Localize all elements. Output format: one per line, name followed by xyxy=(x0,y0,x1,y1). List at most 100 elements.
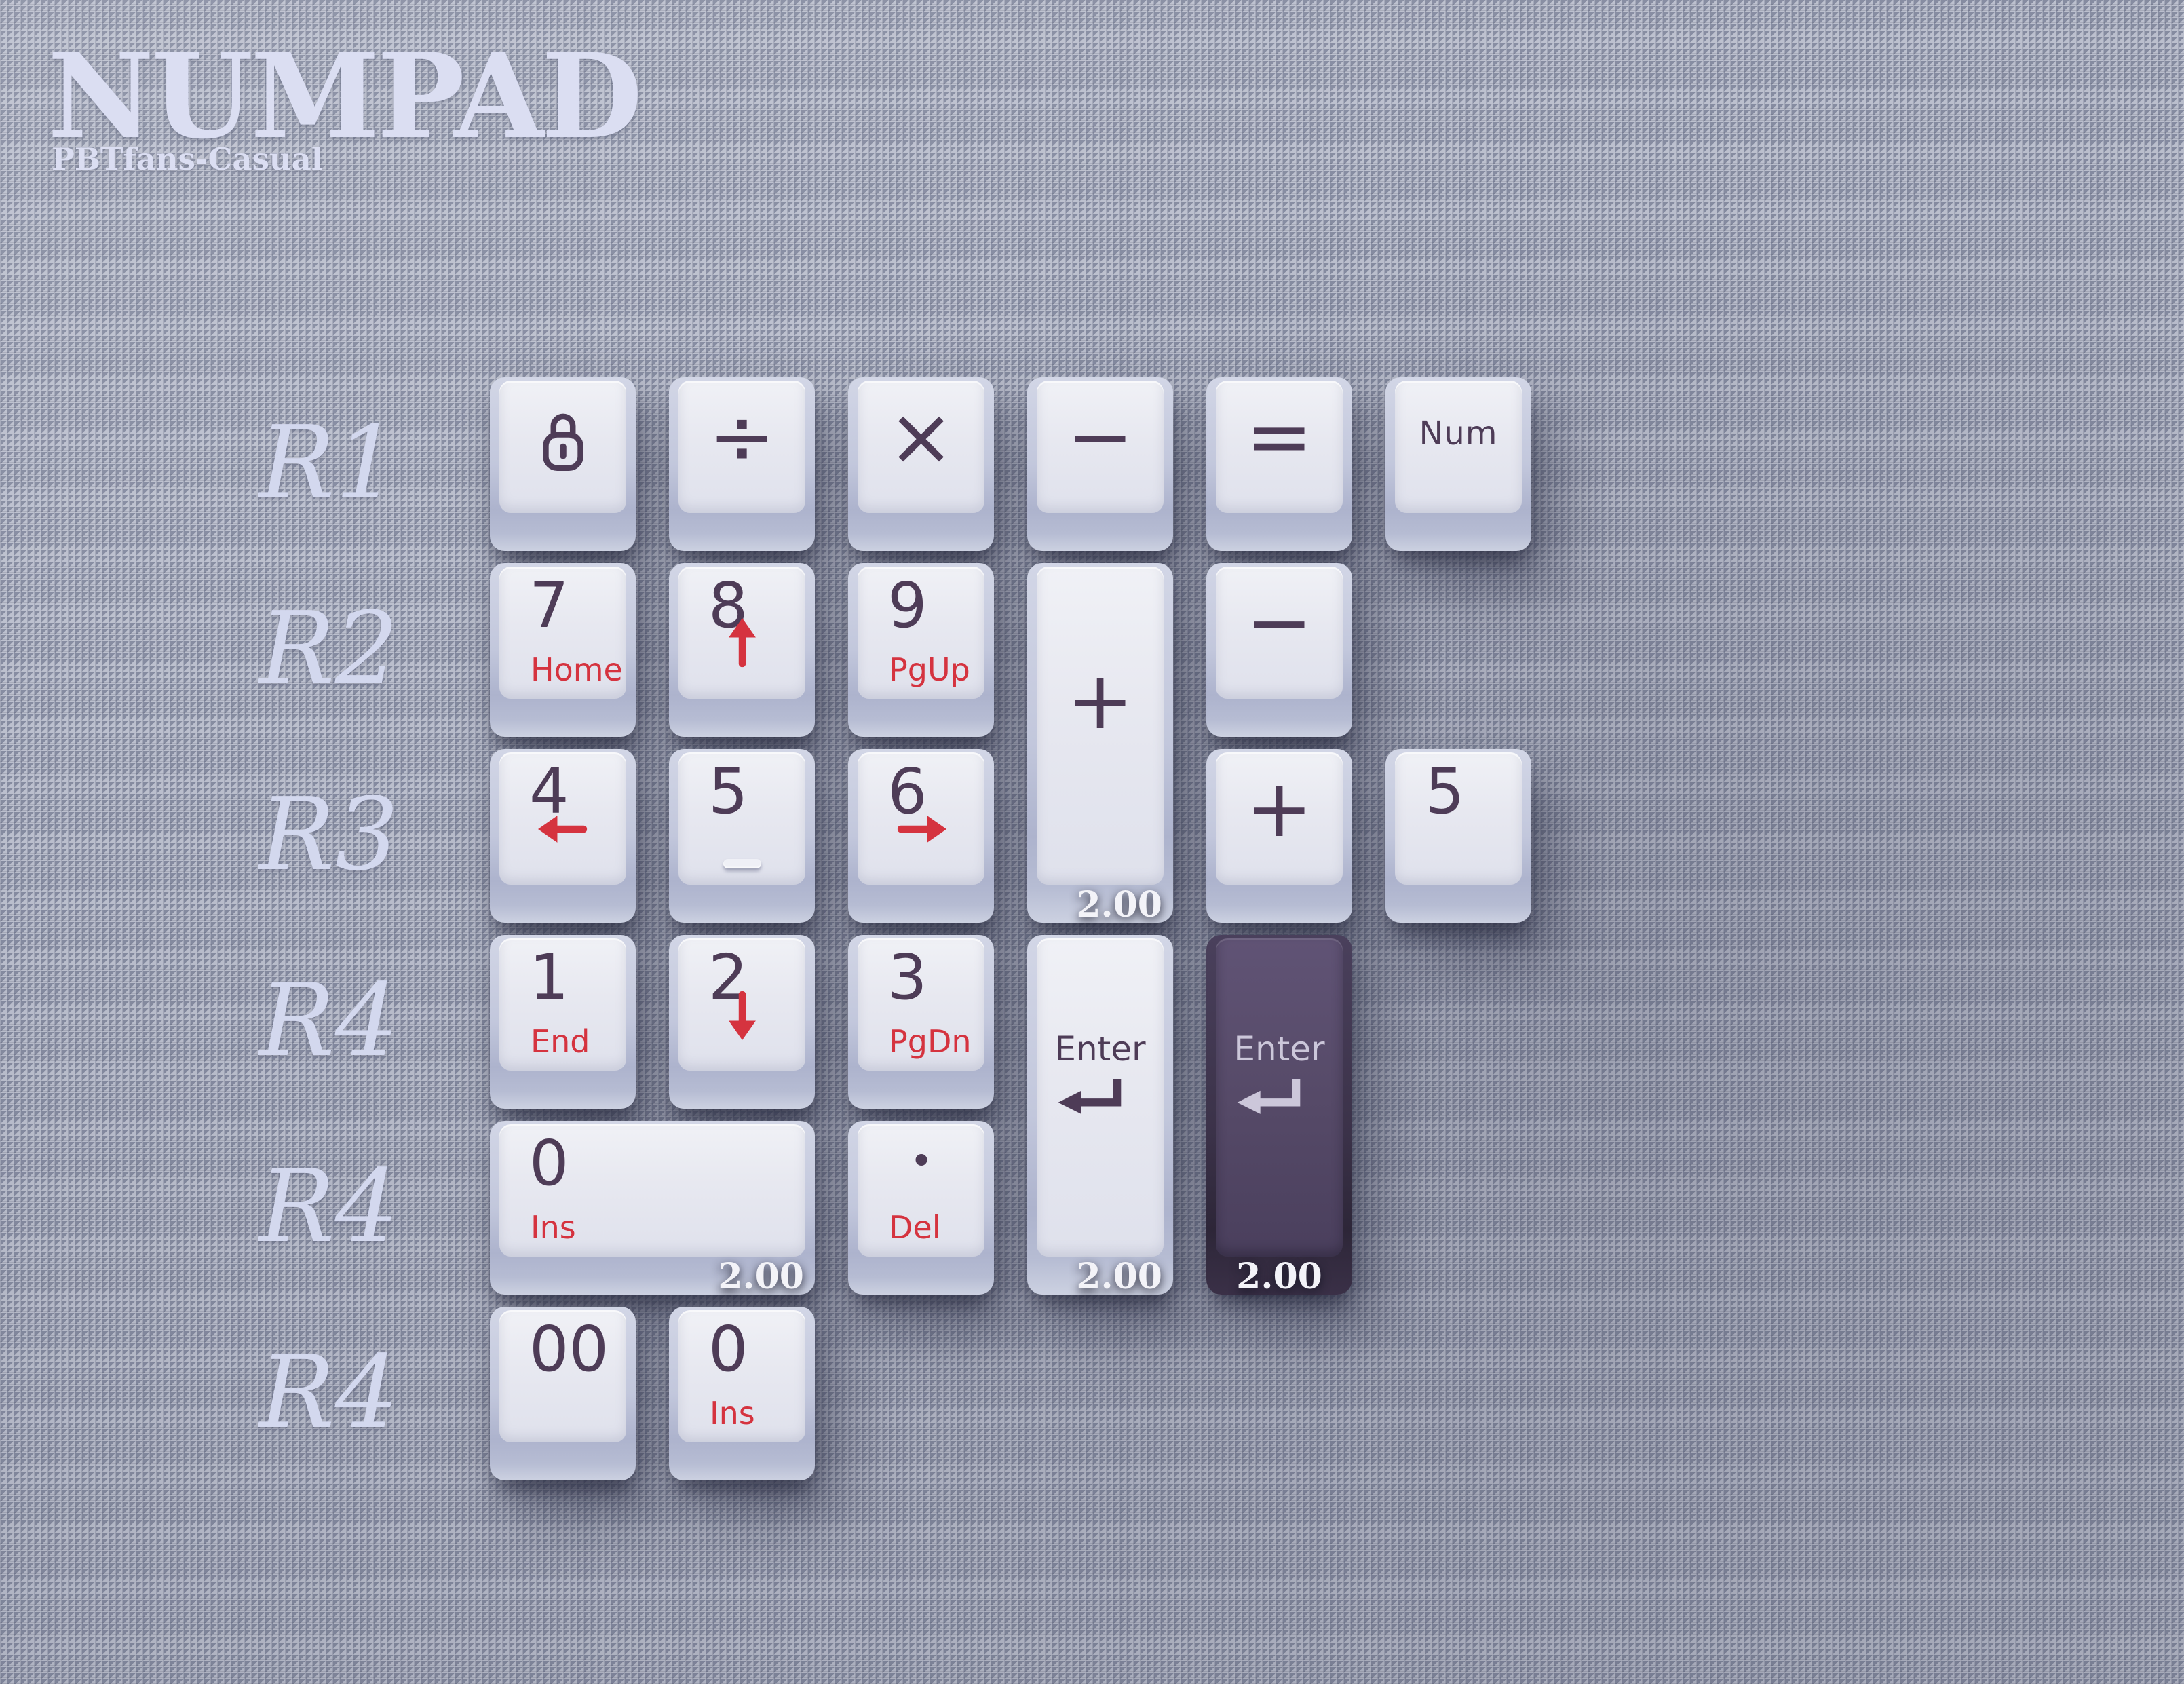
keycap-top: 6 xyxy=(858,752,984,885)
keycap-plus-tall: +2.00 xyxy=(1027,563,1173,923)
keycap-primary-legend: 00 xyxy=(529,1313,609,1385)
key-size-label: 2.00 xyxy=(1236,1256,1322,1297)
keycap-top: Enter xyxy=(1037,938,1164,1257)
keycap-legend: ÷ xyxy=(708,389,775,483)
keycap-primary-legend: 1 xyxy=(529,941,569,1014)
arrow-up-icon xyxy=(727,618,758,668)
keycap-5: 5 xyxy=(1385,749,1531,923)
keycap-top: 5 xyxy=(1395,752,1522,885)
keycap-legend: + xyxy=(1067,653,1134,747)
key-size-label: 2.00 xyxy=(1076,884,1162,925)
keycap-multiply: × xyxy=(848,377,994,551)
keycap-8: 8 xyxy=(669,563,815,737)
keycap-primary-legend: Enter xyxy=(1233,1029,1325,1069)
keycap-top: 8 xyxy=(678,567,805,699)
row-label-r4b: R4 xyxy=(259,1148,399,1265)
keycap-top: 4 xyxy=(499,752,626,885)
decimal-dot-legend xyxy=(915,1154,927,1166)
keycap-top: − xyxy=(1216,567,1343,699)
arrow-right-icon xyxy=(896,814,946,845)
keycap-primary-legend: Enter xyxy=(1054,1029,1146,1069)
keycap-legend: − xyxy=(1067,389,1134,483)
keycap-legend: + xyxy=(1246,761,1313,855)
keycap-top: × xyxy=(858,381,984,513)
keycap-top: Enter xyxy=(1216,938,1343,1257)
row-label-r4c: R4 xyxy=(259,1334,399,1451)
keycap-primary-legend: 0 xyxy=(708,1313,748,1385)
keycap-minus-r2: − xyxy=(1206,563,1352,737)
keycap-00: 00 xyxy=(490,1307,636,1480)
keycap-5-homing: 5 xyxy=(669,749,815,923)
keycap-top: + xyxy=(1216,752,1343,885)
keycap-legend: − xyxy=(1246,575,1313,669)
keycap-2: 2 xyxy=(669,935,815,1109)
keycap-legend: × xyxy=(887,389,955,483)
row-label-r2: R2 xyxy=(259,590,399,707)
keycap-legend: Num xyxy=(1419,415,1498,453)
keycap-legend: = xyxy=(1246,389,1313,483)
keycap-primary-legend: 4 xyxy=(529,755,569,828)
homing-bar xyxy=(723,859,761,868)
keycap-6: 6 xyxy=(848,749,994,923)
keycap-sub-legend: PgUp xyxy=(889,651,970,688)
keycap-num-lock xyxy=(490,377,636,551)
keycap-top: = xyxy=(1216,381,1343,513)
row-label-r1: R1 xyxy=(259,404,399,521)
keycap-top: 00 xyxy=(499,1310,626,1442)
keycap-sub-legend: Del xyxy=(889,1209,941,1246)
keycap-divide: ÷ xyxy=(669,377,815,551)
keycap-sub-legend: End xyxy=(531,1023,590,1060)
arrow-down-icon xyxy=(727,990,758,1041)
keycap-enter-accent: Enter 2.00 xyxy=(1206,935,1352,1295)
keycap-top: + xyxy=(1037,567,1164,885)
keycap-sub-legend: Home xyxy=(531,651,623,688)
keycap-primary-legend: 6 xyxy=(887,755,927,828)
keycap-primary-legend: 0 xyxy=(529,1127,569,1200)
keycap-num: Num xyxy=(1385,377,1531,551)
keycap-top: − xyxy=(1037,381,1164,513)
row-label-r3: R3 xyxy=(259,776,399,893)
keycap-primary-legend: 3 xyxy=(887,941,927,1014)
keycap-decimal: Del xyxy=(848,1121,994,1295)
keycap-primary-legend: 7 xyxy=(529,569,569,642)
keycap-sub-legend: Ins xyxy=(710,1395,755,1432)
return-arrow-icon xyxy=(1054,1077,1125,1124)
page-subtitle: PBTfans-Casual xyxy=(52,141,323,177)
keycap-top: Del xyxy=(858,1124,984,1257)
keycap-minus-r1: − xyxy=(1027,377,1173,551)
page-title: NUMPAD xyxy=(47,27,643,165)
keycap-primary-legend: 9 xyxy=(887,569,927,642)
keycap-top xyxy=(499,381,626,513)
key-size-label: 2.00 xyxy=(1076,1256,1162,1297)
key-size-label: 2.00 xyxy=(718,1256,804,1297)
keycap-sub-legend: PgDn xyxy=(889,1023,972,1060)
enter-legend-group: Enter xyxy=(1233,1029,1325,1124)
keycap-4: 4 xyxy=(490,749,636,923)
keycap-sub-legend: Ins xyxy=(531,1209,576,1246)
row-label-r4a: R4 xyxy=(259,962,399,1079)
keycap-top: 5 xyxy=(678,752,805,885)
keycap-primary-legend: 5 xyxy=(1425,755,1465,828)
keycap-equals: = xyxy=(1206,377,1352,551)
arrow-left-icon xyxy=(537,814,588,845)
keycap-top: ÷ xyxy=(678,381,805,513)
lock-icon xyxy=(539,407,588,474)
keycap-enter: Enter 2.00 xyxy=(1027,935,1173,1295)
keycap-top: Num xyxy=(1395,381,1522,513)
keycap-plus-r3: + xyxy=(1206,749,1352,923)
keycap-primary-legend: 5 xyxy=(708,755,748,828)
